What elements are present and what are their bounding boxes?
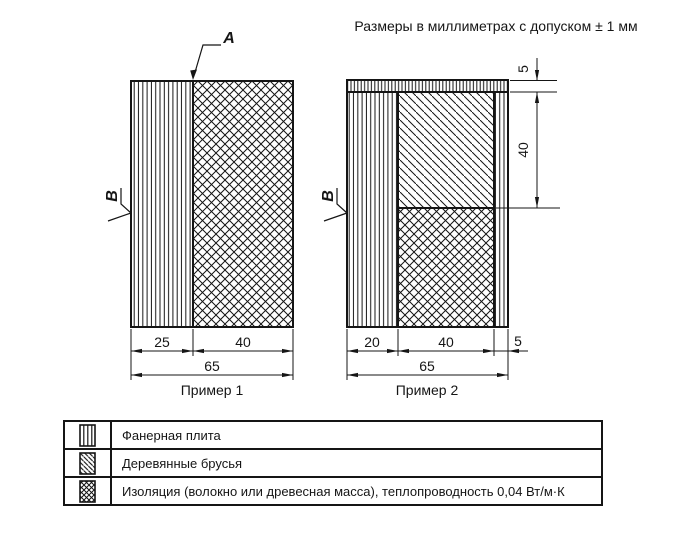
d1-dim-total: 65	[204, 358, 220, 374]
d1-view-label-b: B	[104, 190, 121, 202]
d1-caption: Пример 1	[181, 382, 244, 398]
d2-left-plywood-layer	[346, 91, 399, 328]
legend-label: Фанерная плита	[122, 427, 221, 443]
view-a-arrowhead-icon	[190, 69, 197, 80]
d2-view-label-b: B	[320, 190, 337, 202]
d2-dim-top-strip: 5	[515, 65, 531, 73]
d1-dim-insulation: 40	[235, 334, 251, 350]
dim-arrow-icon	[182, 348, 193, 354]
dim-arrow-icon	[347, 348, 358, 354]
legend-label: Изоляция (волокно или древесная масса), …	[122, 483, 565, 499]
view-label-a: A	[222, 30, 235, 47]
dim-arrow-icon	[534, 197, 540, 208]
dim-arrow-icon	[282, 372, 293, 378]
d1-dim-plywood: 25	[154, 334, 170, 350]
dim-arrow-icon	[497, 372, 508, 378]
d1-insulation-layer	[192, 80, 294, 328]
d2-dim-core: 40	[438, 334, 454, 350]
legend-row: Деревянные брусья	[65, 448, 601, 476]
legend-label: Деревянные брусья	[122, 455, 243, 471]
d2-extension-lines	[346, 329, 509, 380]
legend-row: Фанерная плита	[65, 422, 601, 448]
d2-insulation-layer	[397, 207, 495, 328]
dim-arrow-icon	[282, 348, 293, 354]
cross-hatch-pattern-icon	[79, 479, 96, 503]
dim-arrow-icon	[347, 372, 358, 378]
d2-dim-bars: 40	[515, 142, 531, 158]
dim-arrow-icon	[508, 348, 519, 354]
diagonal-lines-pattern-icon	[79, 451, 96, 475]
d1-view-b-arrow-icon	[107, 188, 132, 222]
example-1-drawing: A B 25 40 65 Пример 1	[104, 30, 294, 398]
d2-caption: Пример 2	[396, 382, 459, 398]
dim-arrow-icon	[131, 348, 142, 354]
d2-wood-bars-layer	[397, 91, 495, 209]
tolerance-note: Размеры в миллиметрах с допуском ± 1 мм	[354, 18, 637, 34]
legend-row: Изоляция (волокно или древесная масса), …	[65, 476, 601, 504]
dim-arrow-icon	[534, 70, 540, 81]
d1-plywood-layer	[130, 80, 194, 328]
dim-arrow-icon	[387, 348, 398, 354]
d2-dim-plywood: 20	[364, 334, 380, 350]
d2-dim-right-strip: 5	[514, 333, 522, 349]
dim-arrow-icon	[193, 348, 204, 354]
legend-table: Фанерная плита Деревянные брусья Изоляци…	[63, 420, 603, 506]
d2-top-plywood-strip	[346, 79, 509, 93]
vertical-lines-pattern-icon	[79, 423, 96, 447]
view-a-leader-line	[193, 44, 221, 75]
dim-arrow-icon	[483, 348, 494, 354]
dim-arrow-icon	[534, 92, 540, 103]
d2-dim-total: 65	[419, 358, 435, 374]
dim-arrow-icon	[131, 372, 142, 378]
d2-right-plywood-strip	[493, 91, 509, 328]
dim-arrow-icon	[398, 348, 409, 354]
d2-right-extension-lines	[496, 80, 560, 209]
example-2-drawing: B 5 40 20 40 5	[320, 58, 560, 398]
d2-view-b-arrow-icon	[323, 188, 348, 222]
